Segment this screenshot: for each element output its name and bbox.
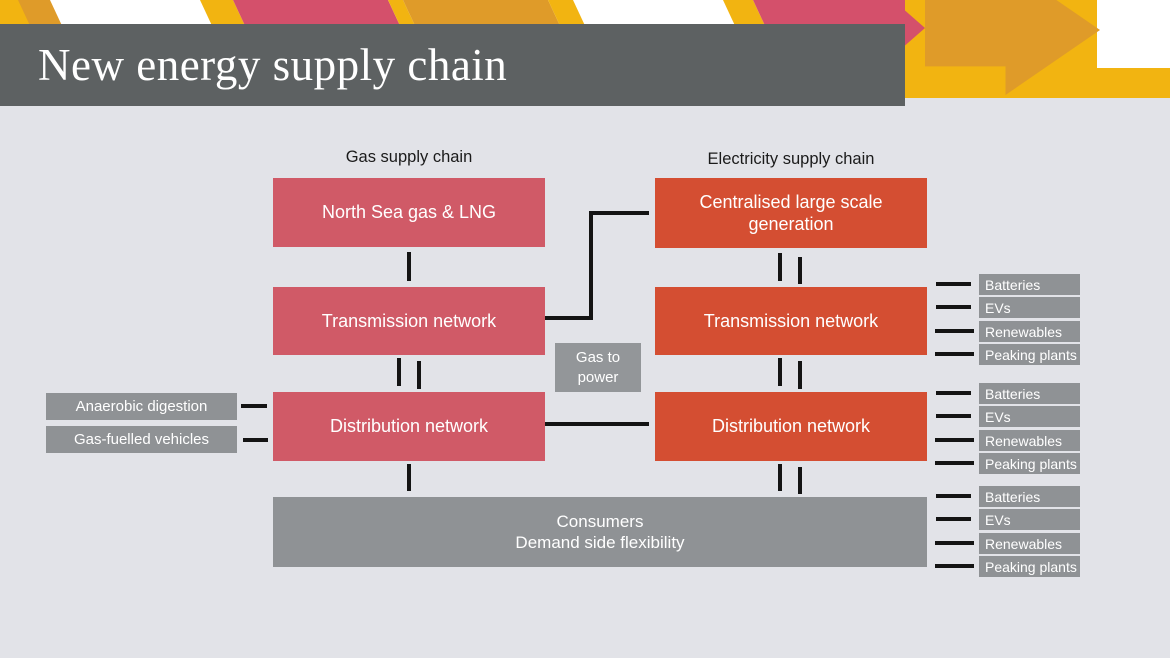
side-label-batteries: Batteries [979,274,1080,295]
side-label-renewables: Renewables [979,321,1080,342]
side-label-evs: EVs [979,509,1080,530]
gas-to-power-box: Gas to power [555,343,641,392]
side-label-renewables: Renewables [979,533,1080,554]
consumers-line2: Demand side flexibility [515,533,685,552]
gas-source-box: North Sea gas & LNG [273,178,545,247]
consumers-box: Consumers Demand side flexibility [273,497,927,567]
electricity-chain-heading: Electricity supply chain [707,150,875,168]
side-label-renewables: Renewables [979,430,1080,451]
side-label-peaking-plants: Peaking plants [979,344,1080,365]
electricity-distribution-box: Distribution network [655,392,927,461]
side-label-evs: EVs [979,297,1080,318]
page-title: New energy supply chain [38,40,508,90]
title-bar: New energy supply chain [0,24,905,106]
side-label-batteries: Batteries [979,486,1080,507]
deco-stripe [233,0,400,24]
side-label-peaking-plants: Peaking plants [979,453,1080,474]
gas-chain-heading: Gas supply chain [345,148,473,166]
gas-distribution-box: Distribution network [273,392,545,461]
anaerobic-digestion-box: Anaerobic digestion [46,393,237,420]
deco-stripe [403,0,560,24]
side-group-consumers: Batteries EVs Renewables Peaking plants [979,486,1080,577]
side-group-transmission: Batteries EVs Renewables Peaking plants [979,274,1080,365]
side-label-peaking-plants: Peaking plants [979,556,1080,577]
header-decoration [0,0,1170,98]
arrow-gas-transmission-to-generation [545,211,649,320]
deco-chevron-strip [0,0,905,24]
gas-fuelled-vehicles-box: Gas-fuelled vehicles [46,426,237,453]
side-label-evs: EVs [979,406,1080,427]
electricity-generation-box: Centralised large scale generation [655,178,927,248]
side-group-distribution: Batteries EVs Renewables Peaking plants [979,383,1080,474]
deco-white-corner [1097,0,1170,68]
side-label-batteries: Batteries [979,383,1080,404]
gas-transmission-box: Transmission network [273,287,545,355]
consumers-line1: Consumers [556,511,644,531]
electricity-transmission-box: Transmission network [655,287,927,355]
